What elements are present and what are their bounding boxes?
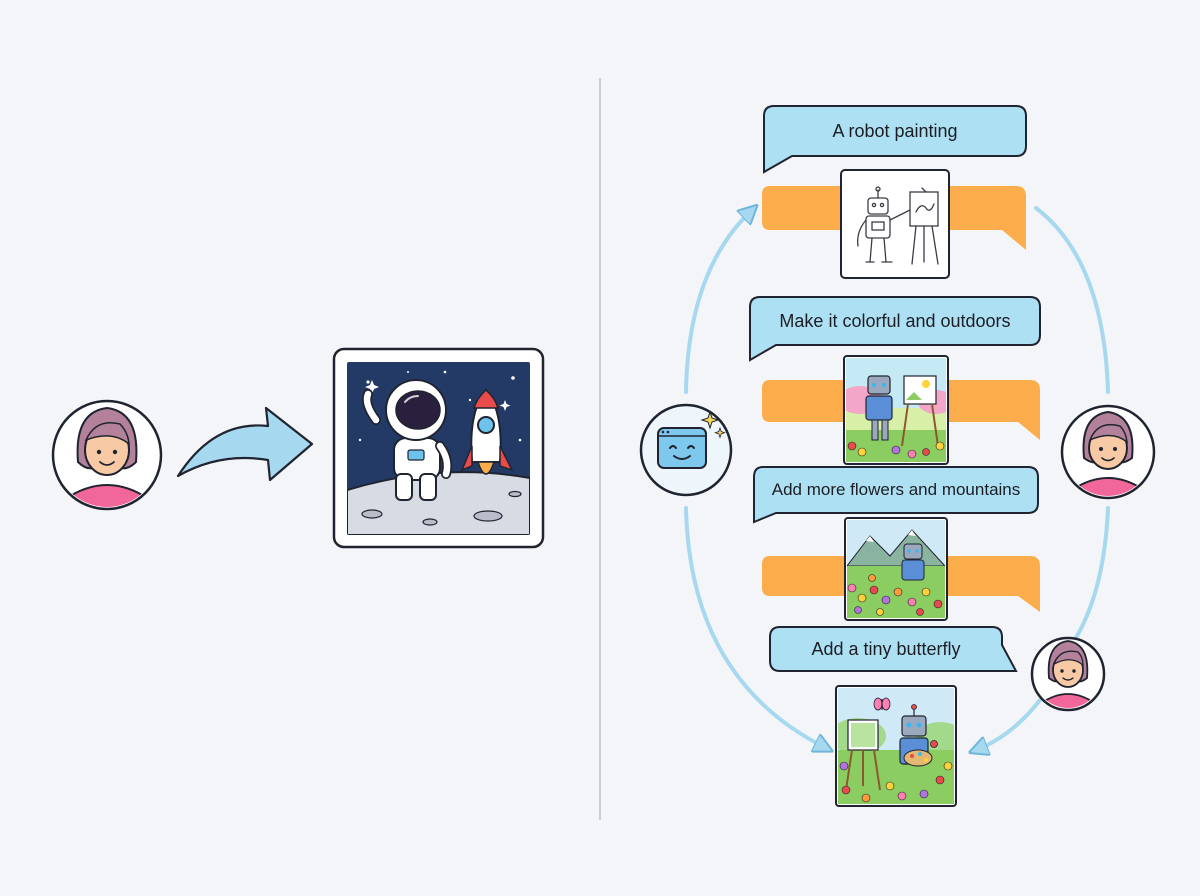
prompt-text-1: A robot painting xyxy=(832,121,958,141)
user-avatar-icon xyxy=(1060,404,1156,500)
output-image-robot-sketch xyxy=(840,169,950,279)
prompt-bubble xyxy=(749,296,1041,362)
curved-arrow-icon xyxy=(176,406,314,482)
prompt-bubble xyxy=(753,466,1039,524)
output-image-astronaut xyxy=(332,347,545,549)
prompt-bubble xyxy=(763,105,1027,174)
output-image-robot-colorful xyxy=(843,355,949,465)
prompt-text-2: Make it colorful and outdoors xyxy=(779,311,1011,331)
prompt-text-4: Add a tiny butterfly xyxy=(811,639,961,659)
output-image-robot-butterfly xyxy=(835,685,957,807)
user-avatar-icon xyxy=(1030,636,1106,712)
prompt-text-3: Add more flowers and mountains xyxy=(771,480,1021,499)
output-image-robot-mountains xyxy=(844,517,948,621)
prompt-bubble xyxy=(769,626,1018,672)
butterfly-icon xyxy=(873,697,891,711)
assistant-bot-icon xyxy=(639,403,733,497)
loop-arrows xyxy=(684,208,1110,750)
user-avatar-icon xyxy=(51,399,163,511)
